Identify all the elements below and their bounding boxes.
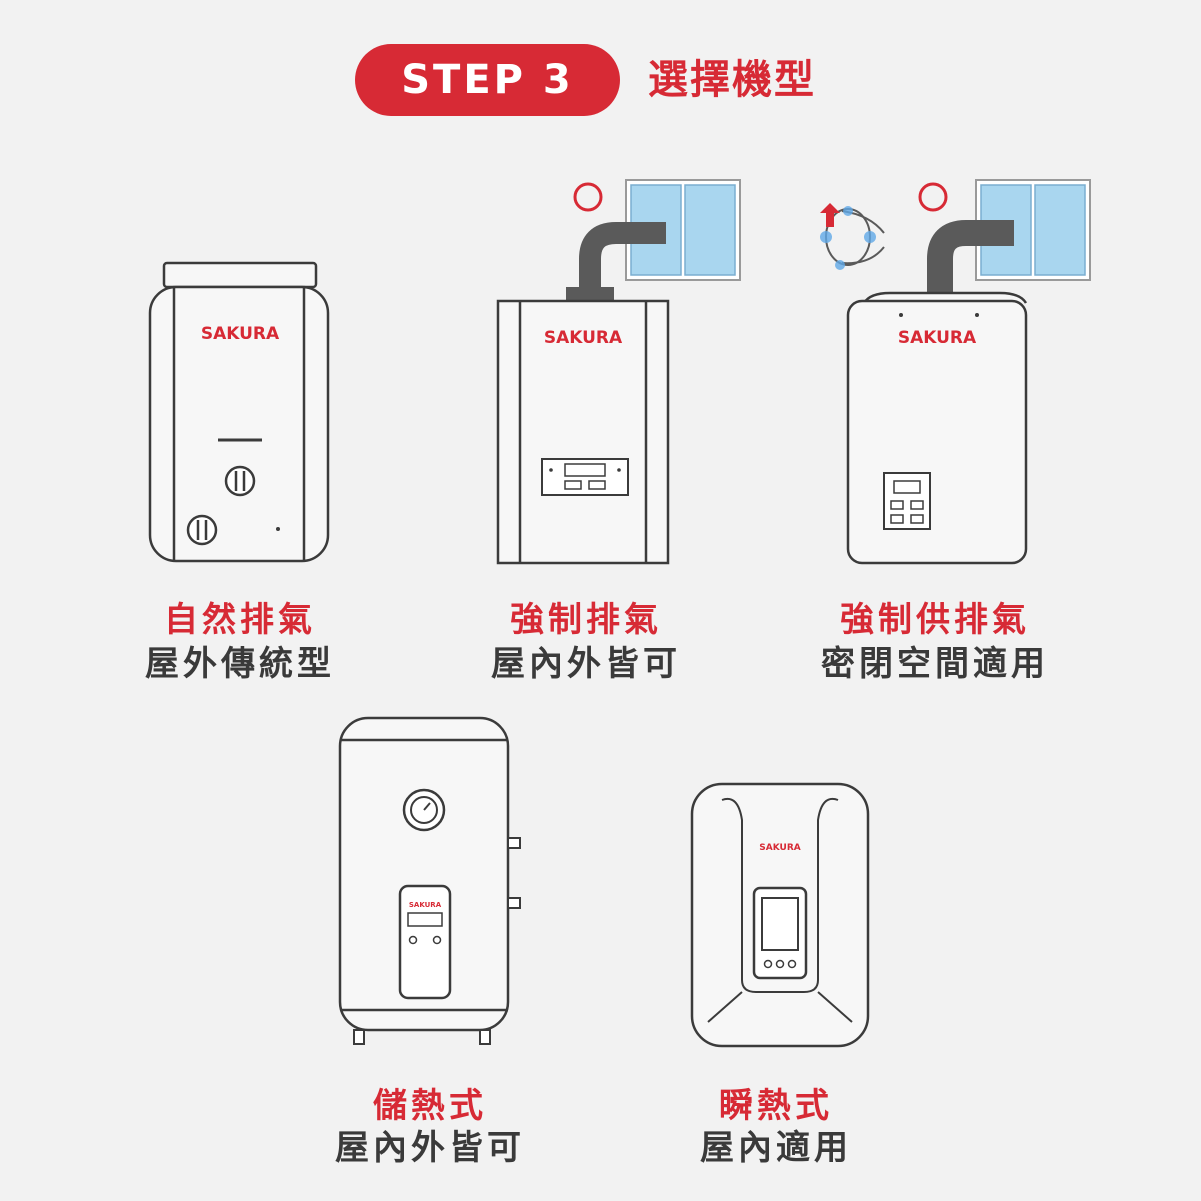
model-title-storage: 儲熱式	[373, 1086, 487, 1126]
brand-logo: SAKURA	[544, 328, 623, 348]
model-subtitle-instant: 屋內適用	[700, 1128, 852, 1168]
model-subtitle-natural: 屋外傳統型	[145, 644, 335, 684]
airflow-icon	[820, 203, 885, 270]
natural-exhaust-heater-icon: SAKURA	[148, 261, 330, 563]
model-title-natural: 自然排氣	[164, 600, 316, 640]
step-title: 選擇機型	[648, 57, 816, 103]
instant-heater-icon: SAKURA	[690, 782, 870, 1048]
brand-logo: SAKURA	[201, 324, 280, 344]
step-badge: STEP 3	[355, 44, 620, 116]
model-title-forced: 強制排氣	[510, 600, 662, 640]
model-title-instant: 瞬熱式	[719, 1086, 833, 1126]
brand-logo: SAKURA	[898, 328, 977, 348]
forced-supply-exhaust-heater-icon: SAKURA	[820, 179, 1091, 565]
approved-mark-icon	[573, 182, 603, 212]
brand-logo: SAKURA	[759, 843, 801, 853]
model-subtitle-forced-supply: 密閉空間適用	[821, 644, 1049, 684]
model-subtitle-forced: 屋內外皆可	[491, 644, 681, 684]
forced-exhaust-heater-icon: SAKURA	[496, 179, 741, 565]
window-icon	[625, 179, 741, 281]
brand-logo: SAKURA	[409, 901, 442, 909]
model-title-forced-supply: 強制供排氣	[840, 600, 1030, 640]
approved-mark-icon	[918, 182, 948, 212]
model-subtitle-storage: 屋內外皆可	[335, 1128, 525, 1168]
storage-heater-icon: SAKURA	[338, 716, 521, 1045]
